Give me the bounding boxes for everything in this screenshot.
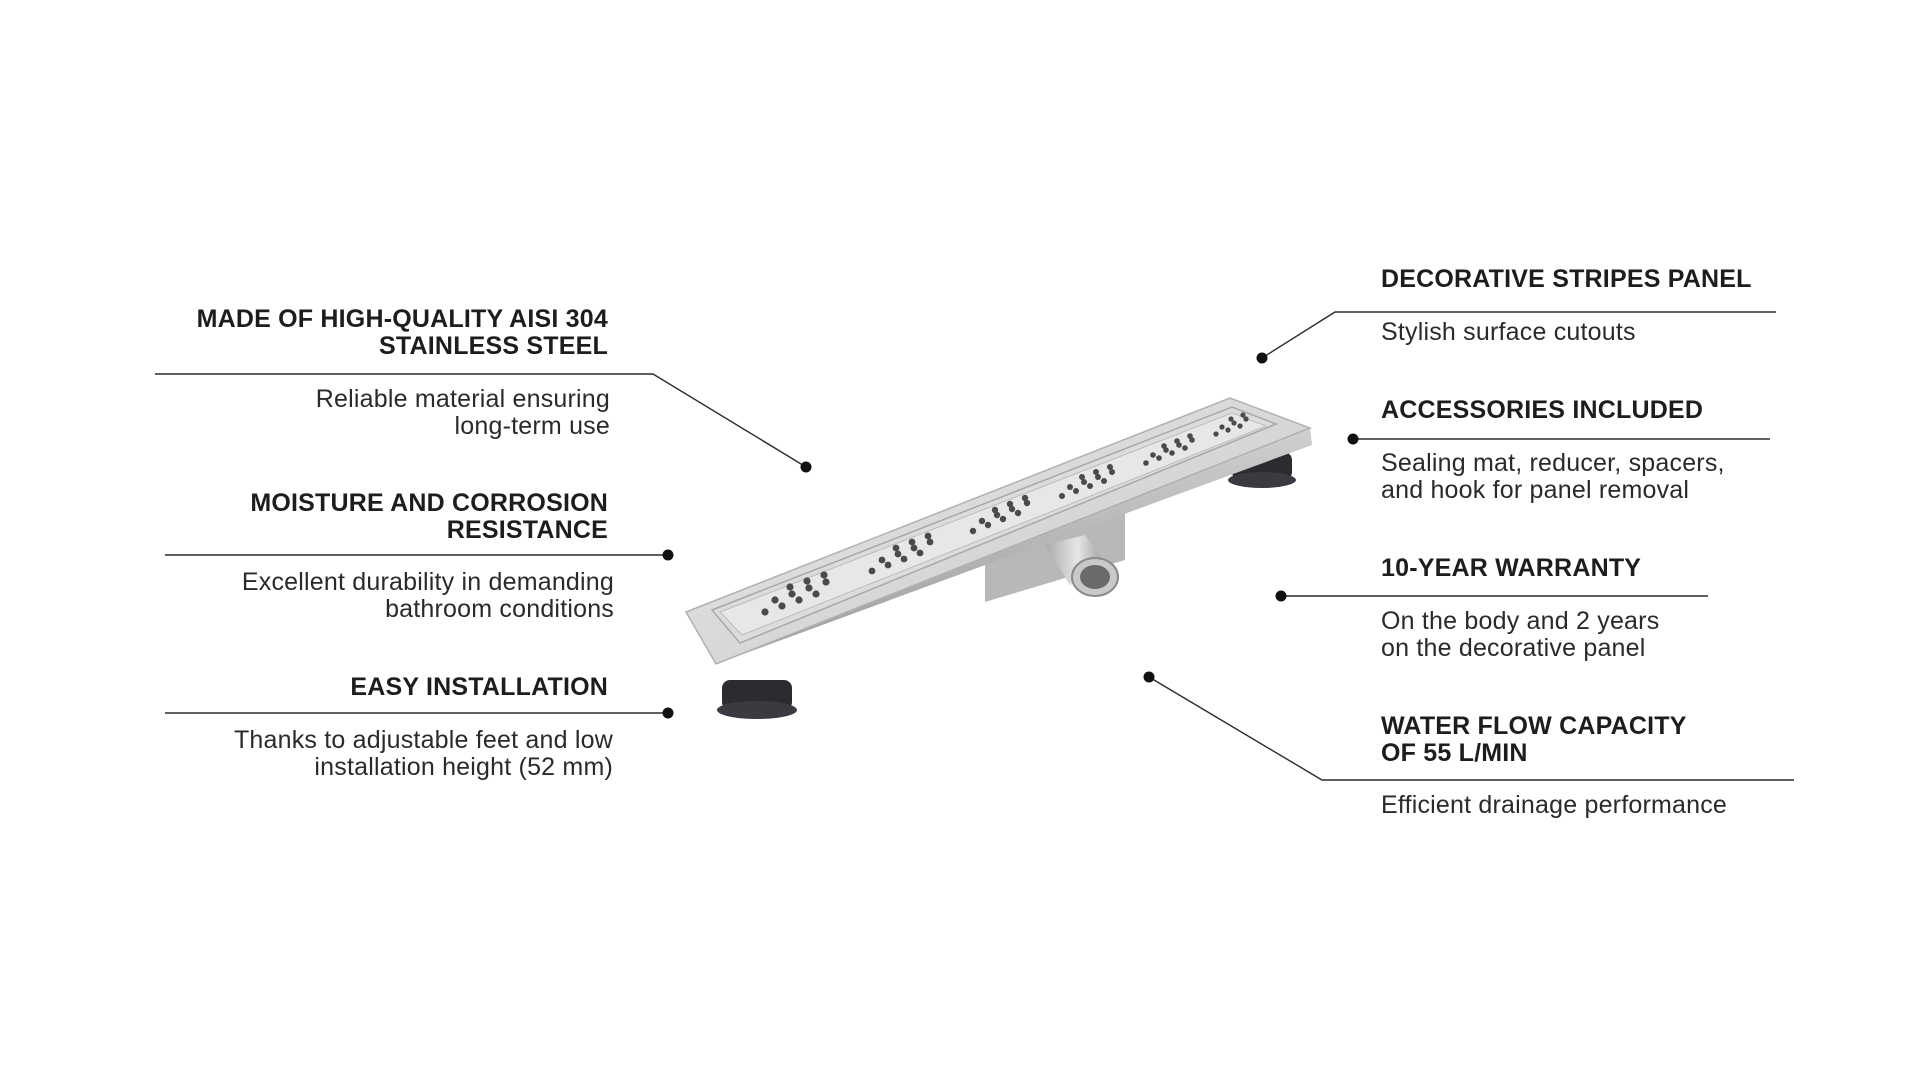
leader-lines-right (1148, 311, 1794, 781)
feature-description: Reliable material ensuring long-term use (315, 385, 610, 440)
feature-accessories-desc: Sealing mat, reducer, spacers, and hook … (1381, 450, 1901, 504)
leader-dot-icon (1275, 590, 1287, 602)
feature-easy-installation-desc: Thanks to adjustable feet and low instal… (33, 727, 613, 781)
feature-accessories: ACCESSORIES INCLUDED (1381, 397, 1901, 424)
feature-description: Stylish surface cutouts (1381, 318, 1636, 346)
feature-water-flow: WATER FLOW CAPACITY OF 55 L/MIN (1381, 713, 1901, 767)
feature-warranty-desc: On the body and 2 years on the decorativ… (1381, 608, 1901, 662)
feature-title: WATER FLOW CAPACITY OF 55 L/MIN (1381, 712, 1687, 767)
linear-shower-drain-illustration (684, 397, 1313, 719)
feature-decorative-panel: DECORATIVE STRIPES PANEL (1381, 266, 1901, 293)
feature-water-flow-desc: Efficient drainage performance (1381, 792, 1901, 819)
leader-dot-icon (800, 461, 812, 473)
feature-warranty: 10-YEAR WARRANTY (1381, 555, 1901, 582)
feature-description: Sealing mat, reducer, spacers, and hook … (1381, 449, 1725, 504)
leader-dots-right (1143, 352, 1359, 683)
feature-stainless-steel-desc: Reliable material ensuring long-term use (50, 386, 610, 440)
leader-dot-icon (1256, 352, 1268, 364)
feature-title: MOISTURE AND CORROSION RESISTANCE (250, 489, 608, 544)
feature-description: On the body and 2 years on the decorativ… (1381, 607, 1660, 662)
leader-lines-left (155, 373, 807, 714)
leader-dots-left (662, 461, 812, 719)
leader-dot-icon (1143, 671, 1155, 683)
feature-title: ACCESSORIES INCLUDED (1381, 396, 1704, 424)
leader-dot-icon (662, 549, 674, 561)
feature-moisture-resistance: MOISTURE AND CORROSION RESISTANCE (48, 490, 608, 544)
feature-title: EASY INSTALLATION (350, 673, 608, 701)
outlet-pipe (1045, 535, 1119, 597)
feature-description: Efficient drainage performance (1381, 791, 1728, 819)
adjustable-foot (717, 680, 797, 719)
feature-title: MADE OF HIGH-QUALITY AISI 304 STAINLESS … (196, 305, 608, 360)
feature-title: DECORATIVE STRIPES PANEL (1381, 265, 1752, 293)
feature-description: Thanks to adjustable feet and low instal… (233, 726, 613, 781)
feature-description: Excellent durability in demanding bathro… (241, 568, 614, 623)
feature-title: 10-YEAR WARRANTY (1381, 554, 1642, 582)
feature-decorative-panel-desc: Stylish surface cutouts (1381, 319, 1901, 346)
feature-easy-installation: EASY INSTALLATION (48, 674, 608, 701)
panel-cutouts (761, 412, 1249, 616)
feature-moisture-resistance-desc: Excellent durability in demanding bathro… (34, 569, 614, 623)
leader-dot-icon (1347, 433, 1359, 445)
leader-dot-icon (662, 707, 674, 719)
feature-stainless-steel: MADE OF HIGH-QUALITY AISI 304 STAINLESS … (48, 306, 608, 360)
